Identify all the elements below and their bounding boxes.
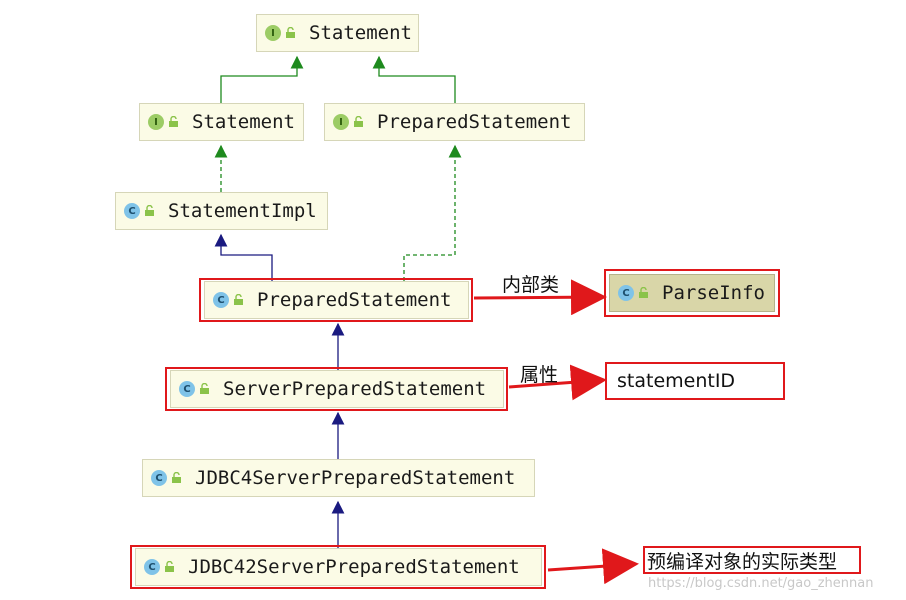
node-statement-interface[interactable]: I Statement — [139, 103, 304, 141]
node-preparedstatement-class[interactable]: C PreparedStatement — [204, 281, 469, 319]
interface-icon: I — [333, 114, 349, 130]
node-label: JDBC42ServerPreparedStatement — [188, 556, 520, 578]
arrow-inner-class — [473, 279, 607, 316]
annotation-statementid-box: statementID — [605, 362, 785, 400]
interface-icon: I — [265, 25, 281, 41]
annotation-attribute: 属性 — [520, 364, 559, 386]
node-label: Statement — [192, 111, 295, 133]
node-label: ServerPreparedStatement — [223, 378, 487, 400]
lock-icon — [286, 27, 295, 38]
class-icon: C — [618, 285, 634, 301]
class-icon: C — [179, 381, 195, 397]
node-statementimpl-class[interactable]: C StatementImpl — [115, 192, 328, 230]
node-jdbc42serverpreparedstatement-class[interactable]: C JDBC42ServerPreparedStatement — [135, 548, 542, 586]
interface-icon: I — [148, 114, 164, 130]
highlight-serverpreparedstatement — [165, 367, 508, 411]
arrow-attribute — [508, 364, 607, 401]
node-label: ParseInfo — [662, 282, 765, 304]
highlight-preparedstatement — [199, 278, 473, 322]
node-label: PreparedStatement — [257, 289, 452, 311]
edge-preparedstatement-to-statement — [372, 55, 456, 103]
edge-statement-to-statement — [220, 55, 304, 103]
watermark: https://blog.csdn.net/gao_zhennan — [648, 576, 874, 591]
class-icon: C — [213, 292, 229, 308]
annotation-inner-class: 内部类 — [502, 274, 560, 296]
edge-preparedstatement-implements-interface — [403, 144, 462, 281]
highlight-parseinfo — [604, 269, 780, 317]
edge-preparedstatement-extends-statementimpl — [214, 233, 273, 281]
highlight-jdbc42serverpreparedstatement — [130, 545, 546, 589]
node-label: StatementImpl — [168, 200, 317, 222]
node-preparedstatement-interface[interactable]: I PreparedStatement — [324, 103, 585, 141]
lock-icon — [354, 116, 363, 127]
lock-icon — [165, 561, 174, 572]
node-label: Statement — [309, 22, 412, 44]
lock-icon — [172, 472, 181, 483]
node-parseinfo-class[interactable]: C ParseInfo — [609, 274, 775, 312]
class-icon: C — [144, 559, 160, 575]
node-label: PreparedStatement — [377, 111, 572, 133]
node-serverpreparedstatement-class[interactable]: C ServerPreparedStatement — [170, 370, 504, 408]
lock-icon — [169, 116, 178, 127]
class-icon: C — [124, 203, 140, 219]
annotation-actual-type-box: 预编译对象的实际类型 — [643, 546, 861, 574]
lock-icon — [639, 287, 648, 298]
lock-icon — [234, 294, 243, 305]
arrow-actual-type — [547, 548, 639, 585]
lock-icon — [200, 383, 209, 394]
node-statement-interface-root[interactable]: I Statement — [256, 14, 419, 52]
node-label: JDBC4ServerPreparedStatement — [195, 467, 516, 489]
node-jdbc4serverpreparedstatement-class[interactable]: C JDBC4ServerPreparedStatement — [142, 459, 535, 497]
lock-icon — [145, 205, 154, 216]
class-icon: C — [151, 470, 167, 486]
